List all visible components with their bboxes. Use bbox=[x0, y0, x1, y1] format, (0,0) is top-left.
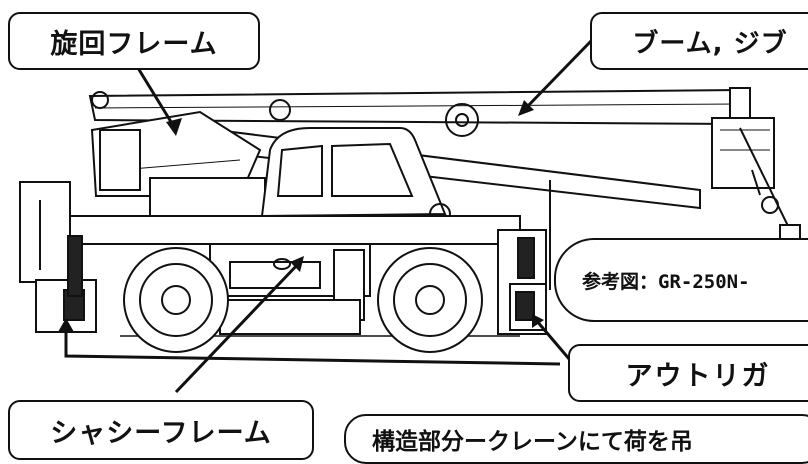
label-boom-jib: ブーム, ジブ bbox=[590, 12, 808, 70]
callout-arrows bbox=[58, 38, 594, 394]
label-reference-model: 参考図：GR-250N- bbox=[554, 238, 808, 322]
rear-wheel bbox=[377, 247, 483, 353]
diagram-canvas: 旋回フレーム ブーム, ジブ 参考図：GR-250N- アウトリガ シャシーフレ… bbox=[8, 12, 808, 464]
label-swing-frame: 旋回フレーム bbox=[8, 12, 260, 70]
operator-cab bbox=[260, 127, 451, 225]
outrigger-left bbox=[19, 181, 97, 333]
caption-text: 構造部分ークレーンにて荷を吊 bbox=[344, 414, 808, 464]
crane-illustration bbox=[19, 38, 801, 394]
outrigger-right bbox=[497, 229, 547, 335]
swing-frame bbox=[90, 110, 266, 219]
label-chassis-frame: シャシーフレーム bbox=[8, 400, 314, 460]
front-wheel bbox=[123, 247, 229, 353]
label-outrigger: アウトリガ bbox=[568, 344, 808, 402]
